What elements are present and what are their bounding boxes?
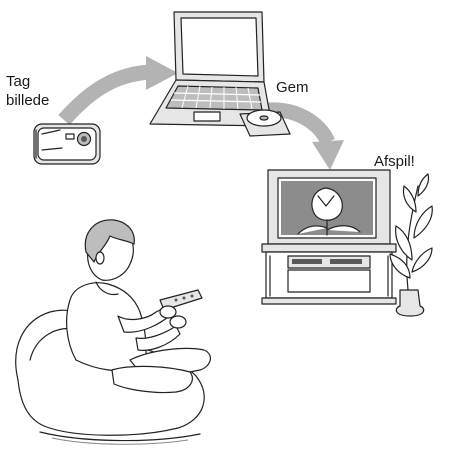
person-with-remote-icon [15, 219, 211, 445]
take-photo-label-line1: Tag [6, 73, 31, 90]
disc-icon [239, 109, 291, 137]
remote-control-icon [159, 289, 203, 311]
digital-camera-icon [33, 123, 101, 165]
take-photo-label-line2: billede [6, 92, 50, 109]
take-photo-label: Tag billede [6, 72, 49, 110]
save-label: Gem [276, 79, 309, 96]
play-label: Afspil! [374, 153, 415, 170]
arrow-laptop-to-tv [267, 102, 344, 170]
laptop-icon [149, 11, 273, 127]
tv-icon [261, 169, 397, 305]
plant-icon [389, 173, 433, 317]
arrow-camera-to-laptop [58, 56, 178, 125]
